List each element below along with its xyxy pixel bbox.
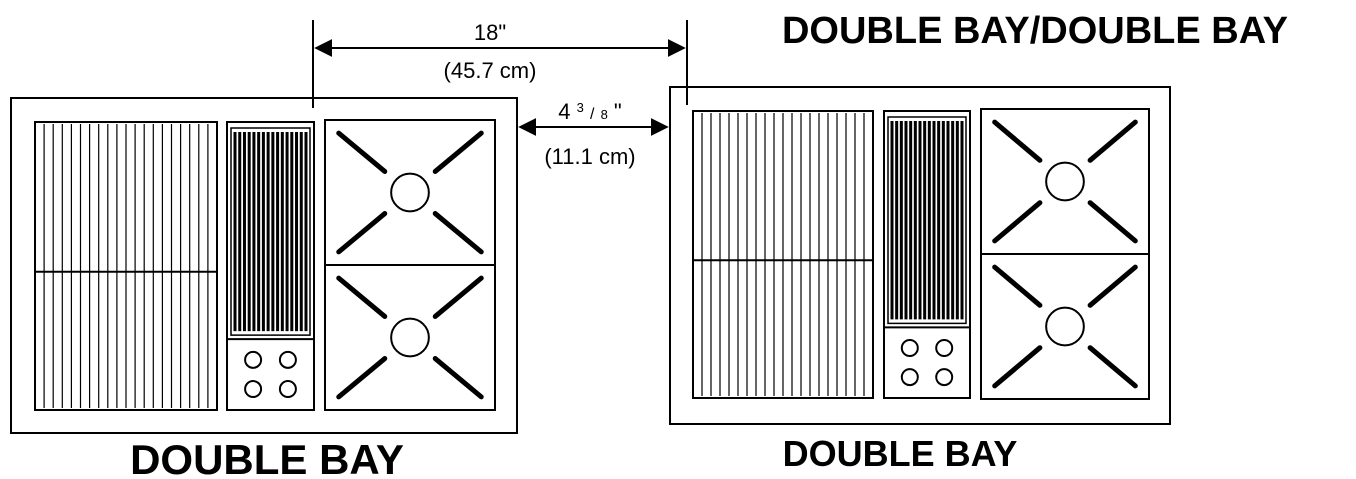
left-burner-grate-arm bbox=[432, 211, 484, 255]
diagram-title: DOUBLE BAY/DOUBLE BAY bbox=[782, 10, 1288, 52]
left-control-knob bbox=[278, 350, 297, 369]
right-burner-cell bbox=[980, 253, 1150, 400]
right-control-knob bbox=[935, 339, 954, 358]
left-burner-grate-arm bbox=[432, 130, 484, 174]
dimension-top: 18" (45.7 cm) bbox=[312, 20, 688, 108]
left-burner-grate-arm bbox=[336, 356, 388, 400]
left-burner bbox=[390, 172, 430, 213]
right-burner-grate-arm bbox=[1087, 119, 1138, 163]
dimension-gap-metric: (11.1 cm) bbox=[544, 144, 635, 169]
right-grill-grate bbox=[887, 116, 967, 325]
left-burner bbox=[390, 317, 430, 358]
right-griddle-module bbox=[692, 110, 874, 399]
left-griddle-module bbox=[34, 121, 218, 411]
left-burner-grate-arm bbox=[336, 275, 388, 319]
left-griddle-frame bbox=[34, 121, 218, 411]
dimension-gap-den: 8 bbox=[601, 107, 608, 122]
dimension-gap: 4 3 / 8 " (11.1 cm) bbox=[518, 92, 669, 169]
dimension-top-inches: 18" bbox=[474, 20, 506, 45]
right-cooktop bbox=[669, 86, 1171, 425]
right-burner-grate-arm bbox=[992, 264, 1043, 308]
left-burner-grate-arm bbox=[432, 275, 484, 319]
left-grill-frame bbox=[226, 121, 315, 411]
right-burner-grate-arm bbox=[1087, 200, 1138, 244]
right-burner bbox=[1045, 161, 1085, 202]
dimension-gap-whole: 4 bbox=[558, 99, 570, 124]
left-burner-grate-arm bbox=[336, 211, 388, 255]
right-burner-grate-arm bbox=[992, 119, 1043, 163]
right-burner-grate-arm bbox=[992, 345, 1043, 389]
right-control-knob bbox=[935, 368, 954, 387]
left-control-knob bbox=[278, 380, 297, 399]
right-burner-module bbox=[980, 108, 1150, 400]
right-grill-frame bbox=[883, 110, 971, 399]
left-burner-cell bbox=[324, 264, 496, 411]
svg-text:4 3 / 8: 4 3 / 8 " bbox=[558, 92, 621, 124]
right-burner-grate-arm bbox=[992, 200, 1043, 244]
dimension-gap-mark: " bbox=[614, 99, 622, 124]
right-control-knob bbox=[900, 339, 919, 358]
left-burner-module bbox=[324, 119, 496, 411]
right-control-knob bbox=[900, 368, 919, 387]
left-control-knob bbox=[244, 380, 263, 399]
right-unit-label: DOUBLE BAY bbox=[783, 433, 1018, 474]
right-griddle-frame bbox=[692, 110, 874, 399]
left-unit-label: DOUBLE BAY bbox=[130, 436, 404, 479]
left-control-knob bbox=[244, 350, 263, 369]
left-grill-module bbox=[226, 121, 315, 411]
right-burner-grate-arm bbox=[1087, 264, 1138, 308]
right-burner bbox=[1045, 306, 1085, 347]
right-grill-module bbox=[883, 110, 971, 399]
left-burner-grate-arm bbox=[432, 356, 484, 400]
left-cooktop bbox=[10, 97, 518, 434]
right-burner-grate-arm bbox=[1087, 345, 1138, 389]
dimension-top-metric: (45.7 cm) bbox=[444, 58, 537, 83]
left-burner-grate-arm bbox=[336, 130, 388, 174]
left-grill-grate bbox=[230, 127, 311, 336]
dimension-gap-num: 3 bbox=[577, 100, 584, 115]
